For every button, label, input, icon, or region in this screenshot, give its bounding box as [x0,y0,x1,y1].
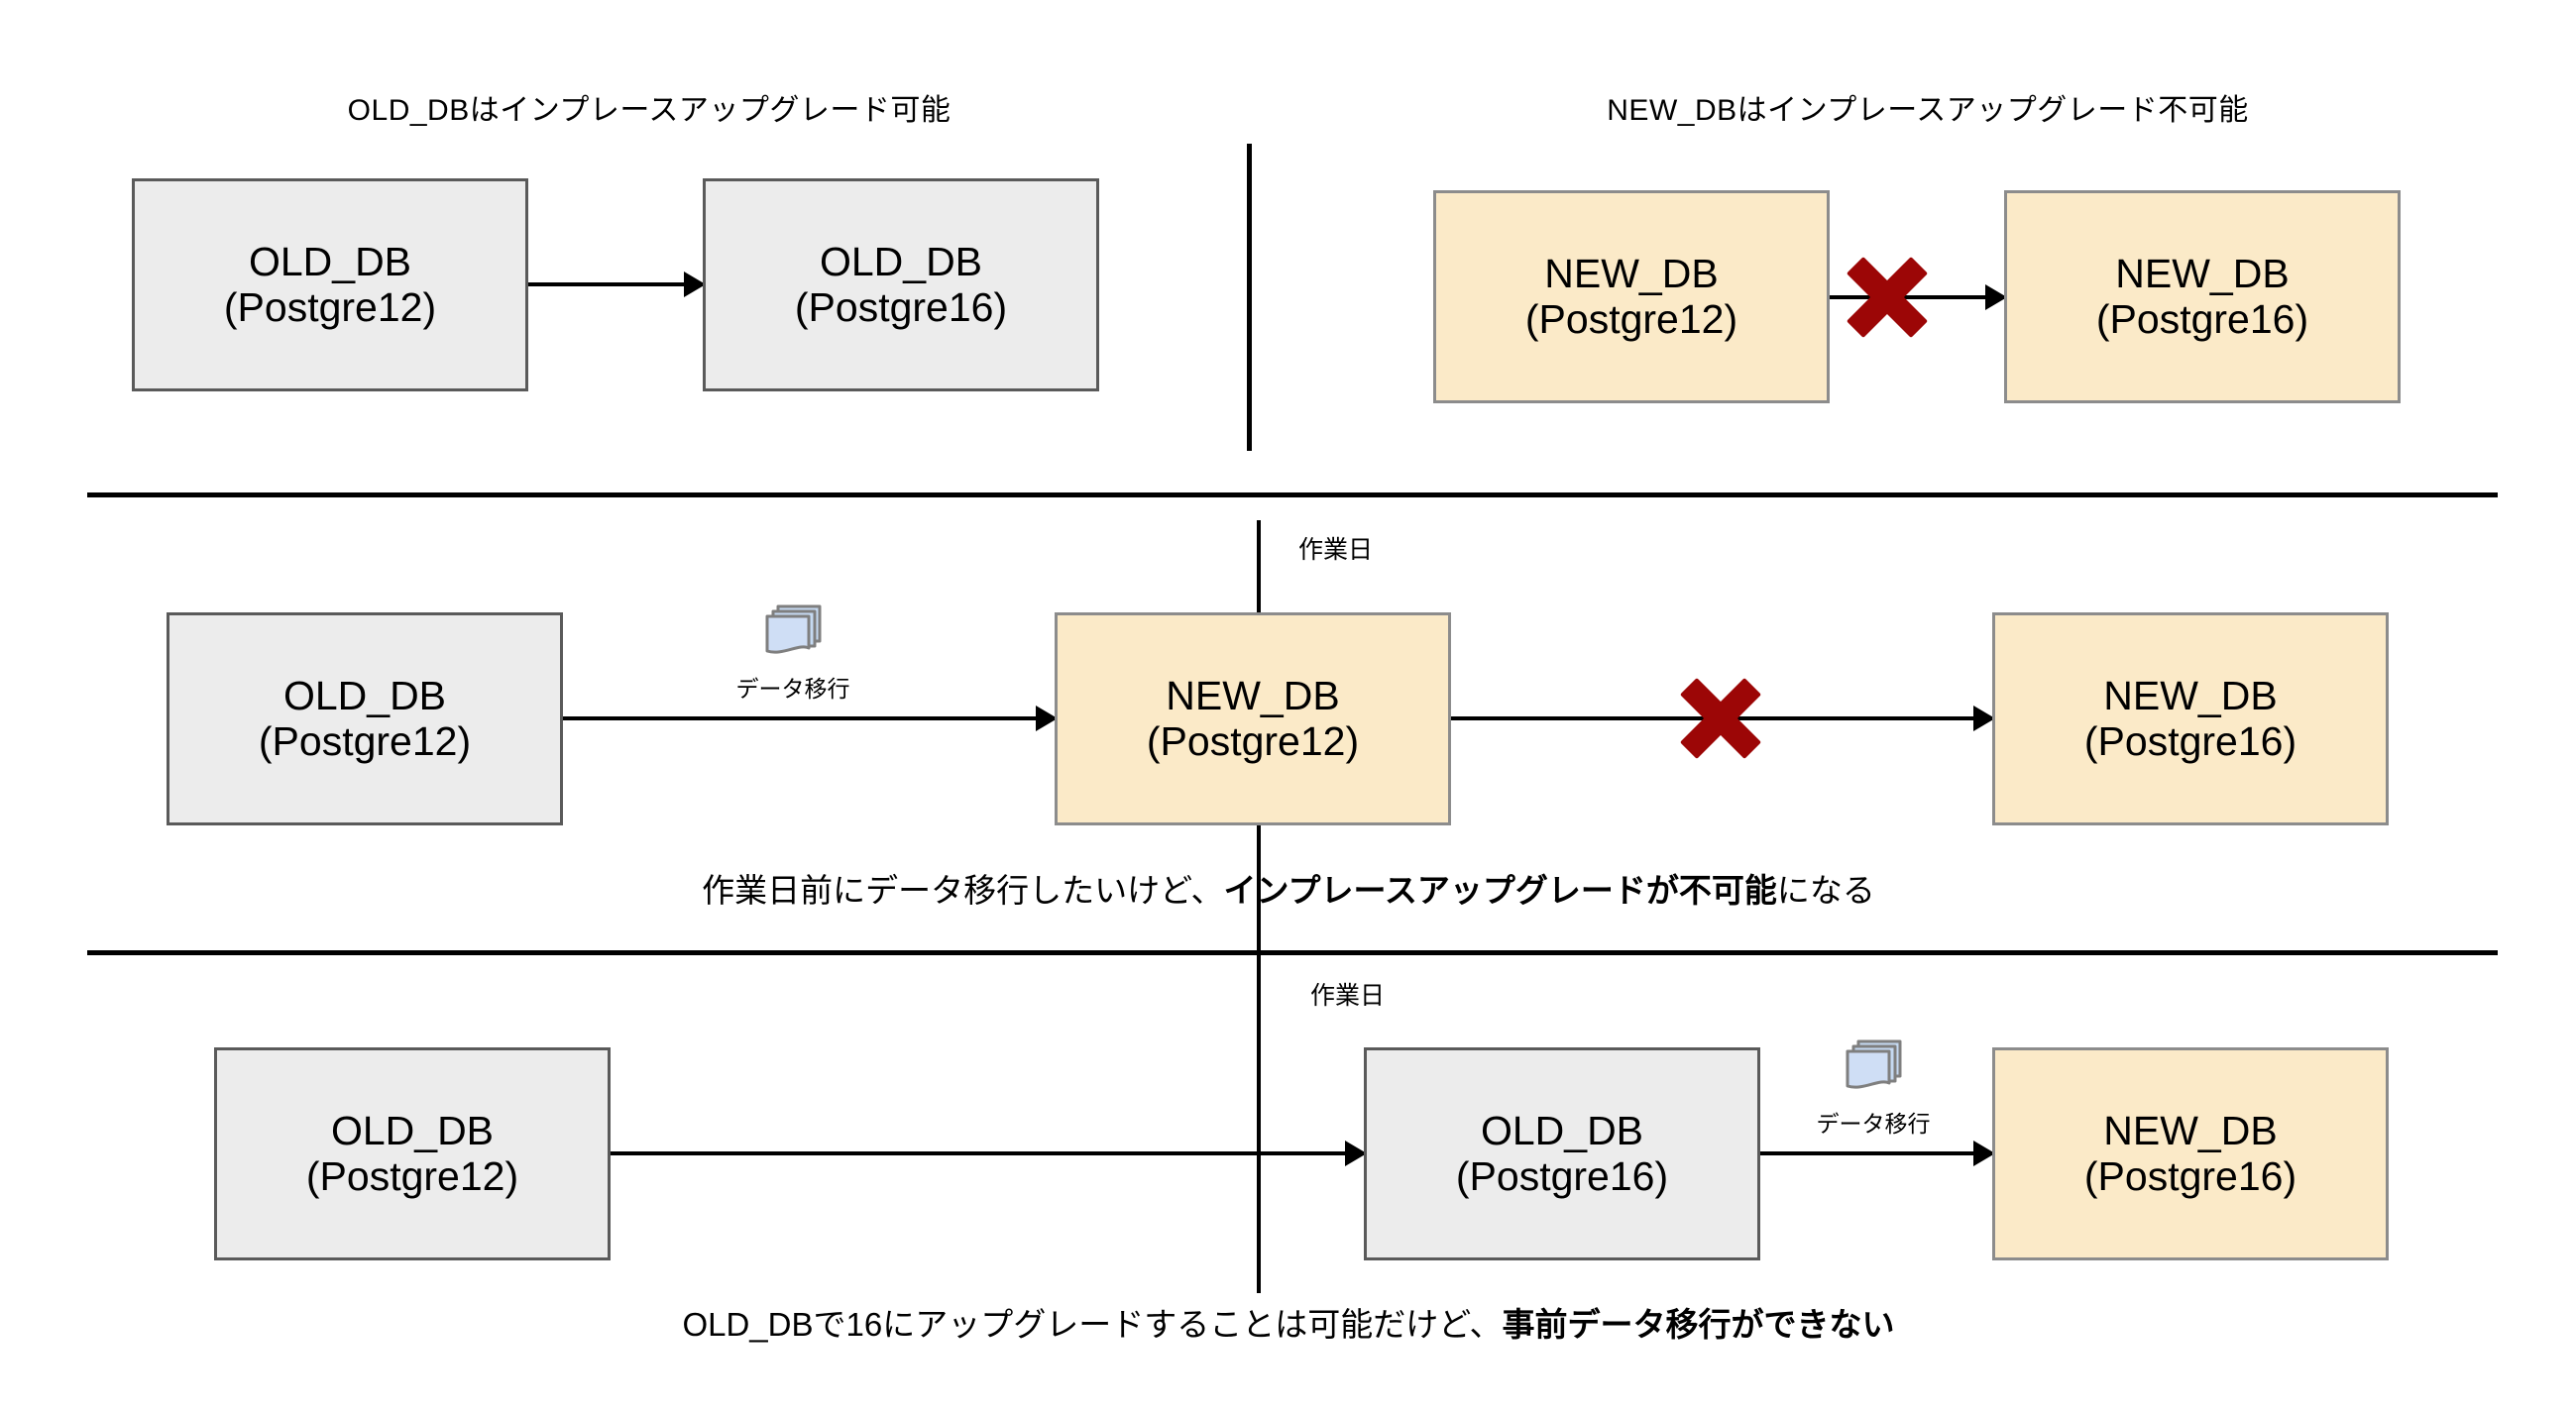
node-old-db-16-s3: OLD_DB (Postgre16) [1364,1047,1760,1260]
node-label-line1: OLD_DB [248,238,412,284]
node-label-line2: (Postgre16) [2083,717,2297,764]
work-day-label-s3: 作業日 [1310,982,1386,1010]
node-label-line1: OLD_DB [819,238,983,284]
node-label-line2: (Postgre12) [1146,717,1360,764]
node-label-line2: (Postgre16) [1455,1152,1669,1199]
section1-right-heading: NEW_DBはインプレースアップグレード不可能 [1607,94,2249,127]
section1-left-heading: OLD_DBはインプレースアップグレード可能 [347,94,952,127]
node-label-line2: (Postgre12) [1524,295,1738,342]
node-label-line2: (Postgre16) [2095,295,2309,342]
node-label-line2: (Postgre12) [258,717,472,764]
arrow-s2-migration [563,716,1055,720]
node-label-line1: OLD_DB [330,1107,495,1153]
section3-caption: OLD_DBで16にアップグレードすることは可能だけど、事前データ移行ができない [327,1298,2250,1346]
node-label-line2: (Postgre16) [794,283,1008,330]
section2-caption-suffix: になる [1776,872,1875,909]
data-migration-group-s2: データ移行 [694,601,892,704]
node-label-line1: NEW_DB [2115,250,2290,296]
section2-caption: 作業日前にデータ移行したいけど、インプレースアップグレードが不可能になる [327,864,2250,912]
node-new-db-12-s2: NEW_DB (Postgre12) [1055,612,1451,825]
arrow-s3-timeline [611,1151,1364,1155]
red-x-icon-s2 [1679,677,1762,760]
work-day-line-s2 [1257,520,1261,1293]
node-old-db-12-s2: OLD_DB (Postgre12) [167,612,563,825]
node-label-line1: NEW_DB [1544,250,1719,296]
data-migration-label: データ移行 [1816,1111,1931,1137]
node-label-line2: (Postgre16) [2083,1152,2297,1199]
section1-vertical-divider [1247,144,1252,451]
node-label-line2: (Postgre12) [305,1152,519,1199]
arrow-s3-migration [1760,1151,1992,1155]
node-old-db-12-s3: OLD_DB (Postgre12) [214,1047,611,1260]
arrow-s1-left [528,282,703,286]
node-label-line1: NEW_DB [2103,672,2278,718]
section2-caption-prefix: 作業日前にデータ移行したいけど、 [702,872,1224,909]
node-label-line1: NEW_DB [1166,672,1340,718]
document-stack-icon [1774,1036,1972,1103]
node-new-db-16-s2: NEW_DB (Postgre16) [1992,612,2389,825]
section3-caption-bold: 事前データ移行ができない [1502,1306,1895,1343]
red-x-icon-s1 [1846,256,1929,339]
node-label-line1: OLD_DB [1480,1107,1644,1153]
node-label-line1: NEW_DB [2103,1107,2278,1153]
node-new-db-12-s1r: NEW_DB (Postgre12) [1433,190,1830,403]
document-stack-icon [694,601,892,668]
node-label-line1: OLD_DB [282,672,447,718]
work-day-label-s2: 作業日 [1298,536,1374,564]
node-new-db-16-s3: NEW_DB (Postgre16) [1992,1047,2389,1260]
data-migration-label: データ移行 [735,676,850,702]
node-old-db-12-s1l: OLD_DB (Postgre12) [132,178,528,391]
horizontal-divider-1 [87,492,2498,497]
work-day-line-s3 [1257,997,1261,1276]
horizontal-divider-2 [87,950,2498,955]
section3-caption-prefix: OLD_DBで16にアップグレードすることは可能だけど、 [682,1306,1503,1343]
node-new-db-16-s1r: NEW_DB (Postgre16) [2004,190,2401,403]
node-old-db-16-s1l: OLD_DB (Postgre16) [703,178,1099,391]
data-migration-group-s3: データ移行 [1774,1036,1972,1139]
node-label-line2: (Postgre12) [223,283,437,330]
arrow-s1-right [1830,295,2004,299]
section2-caption-bold: インプレースアップグレードが不可能 [1223,872,1777,909]
